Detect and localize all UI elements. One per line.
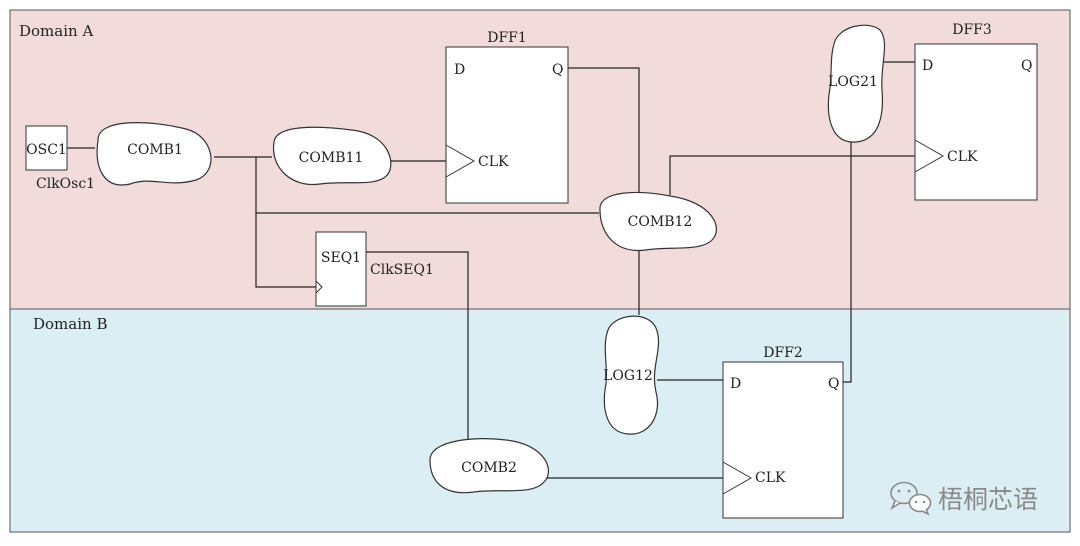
dff1-title: DFF1: [487, 30, 527, 46]
wire-comb12-dff3-clk: [669, 155, 915, 195]
wire-dff2-q-log21: [843, 142, 852, 383]
domain-a-label: Domain A: [19, 22, 93, 40]
dff3-title: DFF3: [952, 22, 992, 38]
domain-b-region: [9, 308, 1071, 533]
log21-cloud: LOG21: [827, 24, 886, 143]
svg-text:LOG21: LOG21: [828, 74, 878, 90]
comb1-cloud: COMB1: [96, 122, 212, 186]
dff1-flipflop: D Q CLK: [445, 46, 569, 204]
wechat-icon: [890, 481, 932, 516]
svg-text:COMB12: COMB12: [628, 214, 693, 230]
svg-text:CLK: CLK: [755, 470, 786, 486]
comb2-cloud: COMB2: [429, 438, 549, 494]
svg-text:D: D: [922, 58, 933, 74]
comb11-cloud: COMB11: [272, 126, 392, 186]
svg-text:CLK: CLK: [947, 149, 978, 165]
svg-text:COMB2: COMB2: [461, 460, 517, 476]
svg-text:D: D: [454, 62, 465, 78]
svg-text:COMB1: COMB1: [127, 142, 183, 158]
svg-text:Q: Q: [1021, 58, 1032, 74]
svg-text:COMB11: COMB11: [299, 150, 364, 166]
osc1-block: OSC1: [25, 125, 68, 171]
svg-text:SEQ1: SEQ1: [321, 250, 361, 266]
dff2-title: DFF2: [763, 345, 803, 361]
seq1-clock-label: ClkSEQ1: [370, 262, 434, 278]
wire-seq1-comb2: [366, 251, 469, 440]
dff3-flipflop: D Q CLK: [914, 43, 1038, 201]
log12-cloud: LOG12: [603, 315, 660, 435]
svg-text:OSC1: OSC1: [26, 142, 67, 158]
svg-text:Q: Q: [828, 376, 839, 392]
svg-text:LOG12: LOG12: [603, 368, 653, 384]
wires: [67, 61, 915, 479]
osc1-clock-label: ClkOsc1: [36, 176, 95, 192]
svg-text:D: D: [730, 376, 741, 392]
watermark: 梧桐芯语: [890, 481, 1038, 516]
watermark-text: 梧桐芯语: [938, 485, 1038, 514]
domain-b-label: Domain B: [33, 315, 107, 333]
seq1-block: SEQ1: [315, 231, 367, 307]
svg-text:Q: Q: [552, 62, 563, 78]
svg-text:CLK: CLK: [478, 154, 509, 170]
wire-comb1-seq1: [255, 213, 316, 288]
comb12-cloud: COMB12: [599, 191, 717, 252]
dff2-flipflop: D Q CLK: [722, 361, 844, 519]
